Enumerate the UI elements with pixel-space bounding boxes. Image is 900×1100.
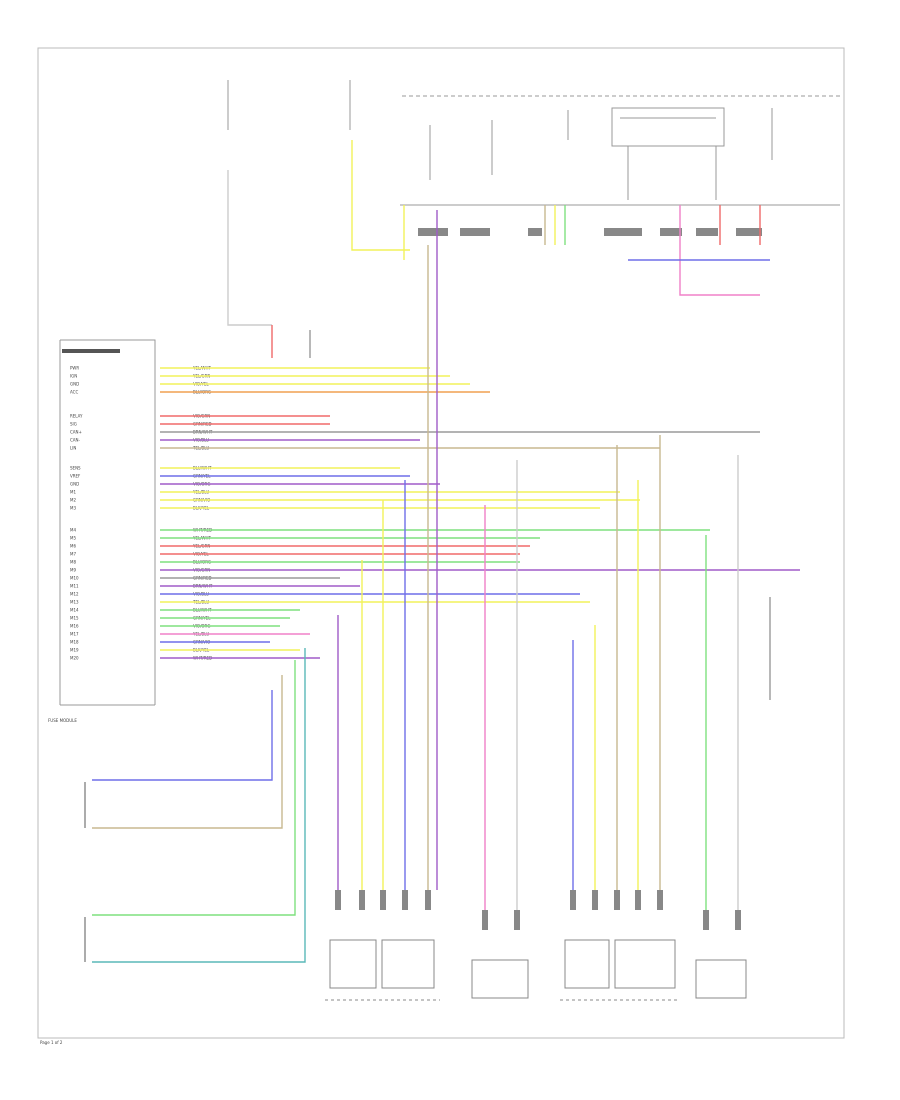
module-pin-label: M8 bbox=[70, 560, 76, 565]
wire-color-labels: YEL/WHTYEL/GRNVIO/YELBLU/ORGVIO/GRNGRN/R… bbox=[192, 366, 213, 661]
module-pin-label: M18 bbox=[70, 640, 79, 645]
module-pin-label: M15 bbox=[70, 616, 79, 621]
module-pin-label: CAN- bbox=[70, 438, 81, 443]
control-module-header bbox=[62, 349, 120, 353]
vertical-bundles bbox=[337, 210, 771, 910]
module-pin-label: M1 bbox=[70, 490, 76, 495]
top-connectors bbox=[418, 228, 762, 236]
bottom-components bbox=[325, 939, 747, 1001]
module-pin-label: SIG bbox=[70, 422, 77, 427]
page-footer: Page 1 of 2 bbox=[40, 1040, 63, 1045]
module-pin-label: ACC bbox=[70, 390, 78, 395]
module-pin-label: M4 bbox=[70, 528, 76, 533]
control-module-outline bbox=[59, 339, 156, 706]
module-pin-label: M7 bbox=[70, 552, 76, 557]
module-pin-label: M19 bbox=[70, 648, 79, 653]
module-pin-label: M13 bbox=[70, 600, 79, 605]
module-pin-label: M17 bbox=[70, 632, 79, 637]
module-pin-label: M6 bbox=[70, 544, 76, 549]
module-pin-labels: PWR IGN GND ACC RELAY SIG CAN+ CAN- LIN SENS VREF G… bbox=[70, 366, 83, 661]
module-pin-label: M16 bbox=[70, 624, 79, 629]
module-label: FUSE MODULE bbox=[48, 718, 77, 723]
harness-wires bbox=[160, 367, 800, 659]
module-pin-label: CAN+ bbox=[70, 430, 82, 435]
module-pin-label: M5 bbox=[70, 536, 76, 541]
module-pin-label: M20 bbox=[70, 656, 79, 661]
module-pin-label: PWR bbox=[70, 366, 79, 371]
bundle-connectors bbox=[335, 890, 741, 930]
top-vertical-wires bbox=[227, 140, 770, 358]
module-pin-label: GND bbox=[70, 382, 79, 387]
fuse-box-top bbox=[227, 80, 840, 206]
module-pin-label: M12 bbox=[70, 592, 79, 597]
module-pin-label: M10 bbox=[70, 576, 79, 581]
diagram-frame bbox=[37, 47, 845, 1039]
left-sensors bbox=[84, 648, 306, 963]
module-pin-label: GND bbox=[70, 482, 79, 487]
module-pin-label: LIN bbox=[70, 446, 76, 451]
module-pin-label: M2 bbox=[70, 498, 76, 503]
module-pin-label: IGN bbox=[70, 374, 77, 379]
module-pin-label: M11 bbox=[70, 584, 79, 589]
module-pin-label: RELAY bbox=[70, 414, 83, 419]
module-pin-label: M14 bbox=[70, 608, 79, 613]
module-pin-label: SENS bbox=[70, 466, 81, 471]
module-pin-label: M9 bbox=[70, 568, 76, 573]
module-pin-label: VREF bbox=[70, 474, 81, 479]
module-pin-label: M3 bbox=[70, 506, 76, 511]
